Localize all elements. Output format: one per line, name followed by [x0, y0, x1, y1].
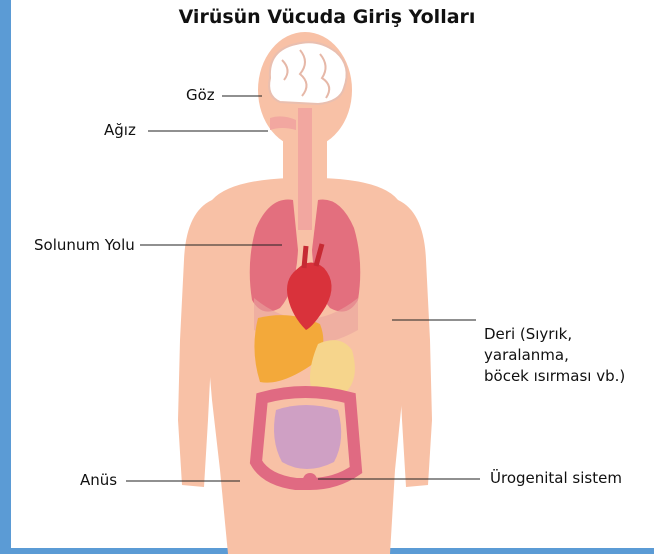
label-skin-line1: Deri (Sıyrık, yaralanma, — [484, 324, 654, 366]
label-skin-line2: böcek ısırması vb.) — [484, 366, 654, 387]
label-skin: Deri (Sıyrık, yaralanma, böcek ısırması … — [484, 324, 654, 387]
label-eye: Göz — [186, 86, 215, 104]
small-intestine — [274, 405, 341, 469]
label-urogenital: Ürogenital sistem — [490, 469, 622, 487]
rectum — [303, 473, 317, 487]
label-mouth: Ağız — [104, 121, 136, 139]
brain — [269, 42, 347, 104]
label-respiratory: Solunum Yolu — [34, 236, 135, 254]
label-anus: Anüs — [80, 471, 117, 489]
trachea — [298, 108, 312, 230]
